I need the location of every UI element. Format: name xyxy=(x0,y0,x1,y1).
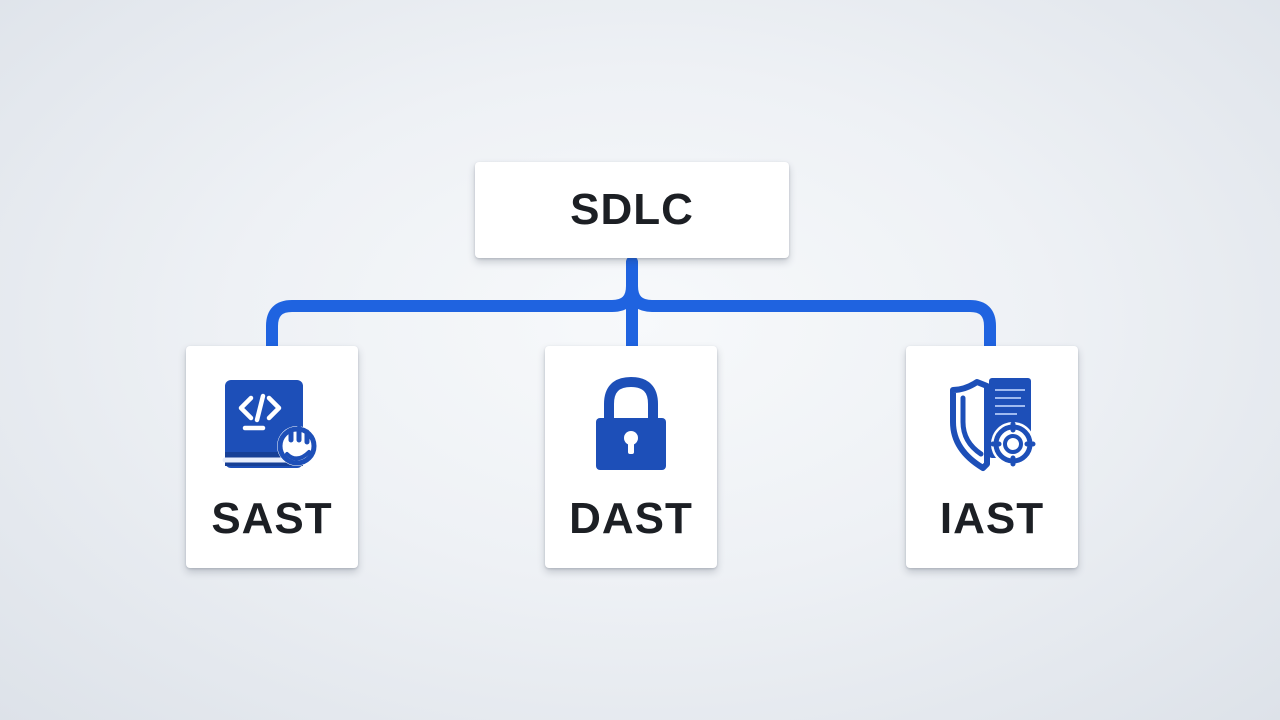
root-node-label: SDLC xyxy=(570,185,694,234)
node-iast-label: IAST xyxy=(939,494,1045,543)
padlock-icon xyxy=(545,372,717,476)
connector-right xyxy=(626,280,996,352)
code-editor-icon xyxy=(186,372,358,476)
node-dast-label: DAST xyxy=(569,494,693,543)
node-dast: DAST xyxy=(545,346,717,568)
node-iast: IAST xyxy=(906,346,1078,568)
connector-trunk xyxy=(266,256,638,352)
shield-gear-icon xyxy=(906,372,1078,476)
node-sast-label: SAST xyxy=(211,494,333,543)
node-sast: SAST xyxy=(186,346,358,568)
root-node-sdlc: SDLC xyxy=(475,162,789,258)
